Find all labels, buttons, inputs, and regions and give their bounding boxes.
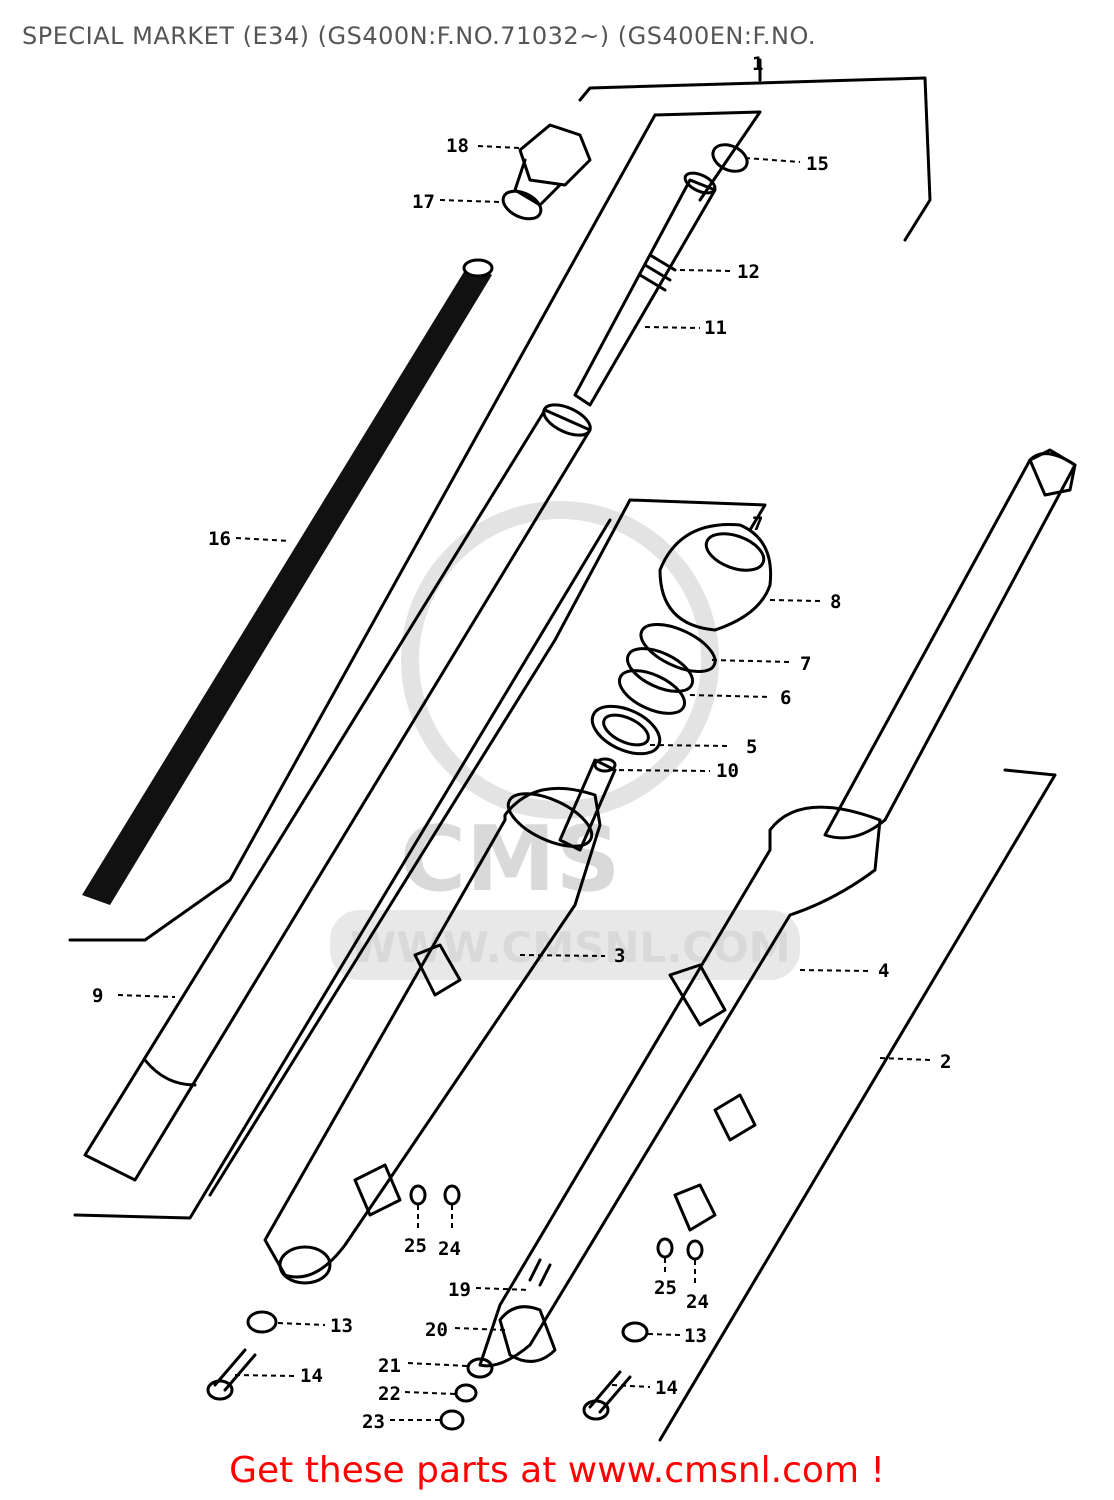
callout-7b: 7: [752, 513, 763, 535]
part-23-nut: [439, 1409, 465, 1431]
callout-24a: 24: [438, 1238, 461, 1260]
diagram-title: SPECIAL MARKET (E34) (GS400N:F.NO.71032~…: [22, 22, 817, 50]
part-14a-bolt: [206, 1348, 257, 1401]
part-9-inner-tube: [83, 403, 592, 1182]
part-18-cap-bolt: [513, 123, 592, 207]
part-15-ring: [711, 143, 749, 173]
watermark-url: WWW.CMSNL.COM: [350, 923, 791, 972]
footer-parts-link[interactable]: Get these parts at www.cmsnl.com !: [229, 1450, 885, 1491]
bracket-1: [578, 58, 932, 242]
part-2-inner-tube-right: [823, 448, 1077, 840]
part-20-axle-holder: [498, 1305, 557, 1363]
callout-14b: 14: [655, 1377, 678, 1399]
part-4-outer-tube-right: [478, 805, 882, 1368]
part-13a-gasket: [246, 1310, 278, 1334]
callout-labels: 1 2 3 4 5 6 7 7 8 9 10 11 12 13 13 14 14…: [92, 53, 951, 1433]
part-21-washer: [466, 1357, 494, 1379]
callout-22: 22: [378, 1383, 401, 1405]
callout-25b: 25: [654, 1277, 677, 1299]
part-25b-washer: [656, 1237, 674, 1259]
callout-21: 21: [378, 1355, 401, 1377]
part-6-spacer: [617, 647, 695, 715]
part-3-outer-tube-left: [263, 786, 602, 1285]
bracket-seal-group-left: [208, 498, 632, 1197]
callout-10: 10: [716, 760, 739, 782]
callout-24b: 24: [686, 1291, 709, 1313]
callout-12: 12: [737, 261, 760, 283]
part-16-fork-spring: [82, 258, 494, 905]
callout-13a: 13: [330, 1315, 353, 1337]
part-22-spring-washer: [454, 1383, 478, 1403]
part-11-damper-rod: [573, 171, 717, 407]
callout-8: 8: [830, 591, 841, 613]
callout-17: 17: [412, 191, 435, 213]
part-24a-nut: [443, 1184, 461, 1206]
part-19-axle-holder-stud: [528, 1258, 552, 1287]
bracket-2: [658, 768, 1057, 1442]
bracket-inner-tube-lower: [68, 113, 657, 942]
part-24b-nut: [686, 1239, 704, 1261]
bracket-seal-group: [628, 498, 767, 532]
part-8-dust-seal: [658, 523, 773, 632]
part-12-piston-ring: [638, 253, 677, 292]
callout-2: 2: [940, 1051, 951, 1073]
bracket-inner-tube-bottom: [73, 518, 612, 1220]
part-13b-gasket: [621, 1321, 649, 1343]
leader-lines: [117, 145, 931, 1421]
bracket-inner-tube: [653, 110, 762, 202]
part-10-oil-lock-piece: [558, 757, 617, 852]
callout-23: 23: [362, 1411, 385, 1433]
callout-15: 15: [806, 153, 829, 175]
part-25a-washer: [409, 1184, 427, 1206]
callout-7: 7: [800, 653, 811, 675]
part-5-oil-seal: [590, 704, 662, 756]
watermark-brand: CMS: [400, 807, 620, 912]
callout-16: 16: [208, 528, 231, 550]
callout-18: 18: [446, 135, 469, 157]
callout-1: 1: [752, 53, 763, 75]
callout-6: 6: [780, 687, 791, 709]
callout-11: 11: [704, 317, 727, 339]
part-14b-bolt: [582, 1370, 632, 1421]
callout-14a: 14: [300, 1365, 323, 1387]
callout-4: 4: [878, 960, 889, 982]
callout-3: 3: [614, 945, 625, 967]
callout-13b: 13: [684, 1325, 707, 1347]
callout-5: 5: [746, 736, 757, 758]
callout-20: 20: [425, 1319, 448, 1341]
callout-9: 9: [92, 985, 103, 1007]
callout-19: 19: [448, 1279, 471, 1301]
callout-25a: 25: [404, 1235, 427, 1257]
part-17-o-ring: [501, 189, 543, 221]
part-7-stopper-ring: [639, 623, 717, 673]
